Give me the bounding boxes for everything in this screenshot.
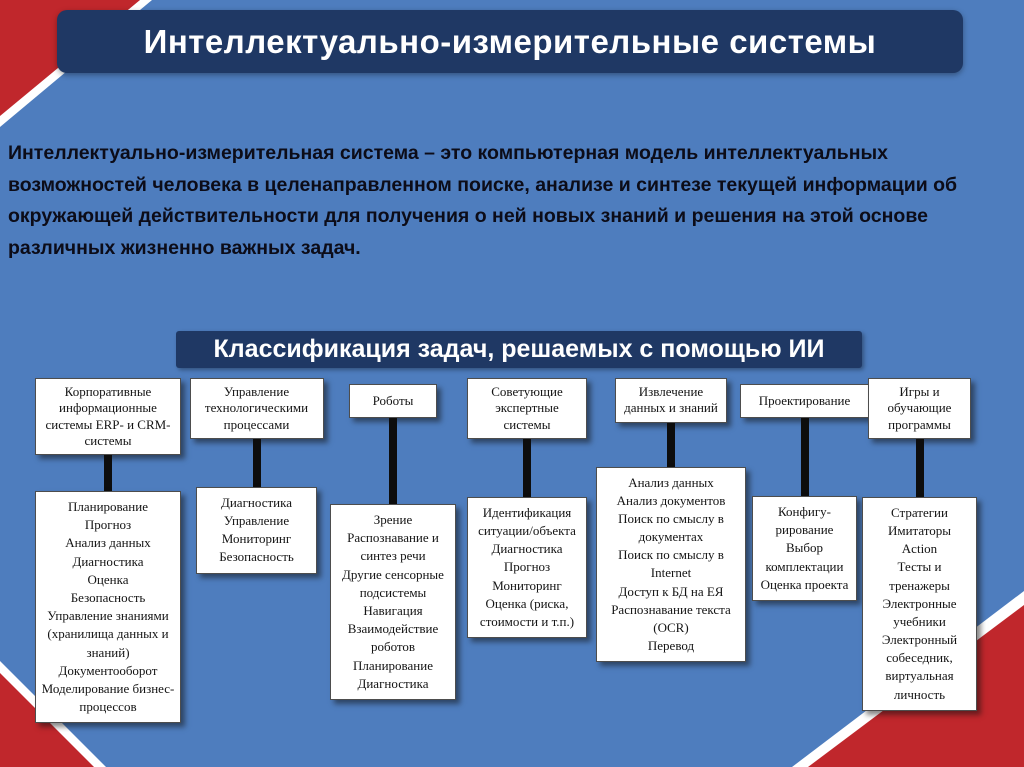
task-item: Управление знаниями (хранилища данных и … — [47, 608, 169, 660]
task-item: Доступ к БД на ЕЯ — [618, 583, 724, 599]
intro-paragraph: Интеллектуально-измерительная система – … — [8, 142, 958, 259]
category-box: Корпоративные информационные системы ERP… — [35, 378, 181, 455]
task-item: Диагностика — [220, 494, 292, 510]
category-box: Роботы — [349, 384, 437, 418]
task-item: Планирование — [68, 499, 148, 514]
task-item: Конфигу-рирование — [775, 504, 834, 538]
slide-title: Интеллектуально-измерительные системы — [143, 22, 877, 60]
connector-line — [800, 418, 809, 496]
task-item: Управление — [223, 512, 290, 528]
task-item: Прогноз — [84, 517, 132, 533]
task-item: Взаимодействие роботов — [347, 621, 439, 655]
connector-line — [252, 438, 261, 487]
category-box: Управление технологическими процессами — [189, 378, 324, 439]
task-item: Оценка проекта — [760, 576, 849, 592]
task-item: Прогноз — [503, 559, 551, 575]
task-item: Распознавание текста (OCR) — [611, 601, 731, 635]
task-item: Стратегии — [891, 504, 948, 520]
connector-line — [523, 438, 531, 497]
category-box: Игры и обучающие программы — [868, 378, 971, 439]
task-item: Безопасность — [70, 589, 146, 605]
task-item: Диагностика — [72, 553, 144, 569]
task-item: Анализ данных — [65, 535, 151, 551]
connector-line — [915, 438, 924, 497]
connector-line — [667, 422, 675, 467]
connector-line — [389, 418, 397, 504]
task-item: Мониторинг — [221, 531, 292, 547]
task-item: Электронные учебники — [882, 595, 957, 629]
task-item: Диагностика — [357, 675, 429, 691]
task-item: Анализ данных — [628, 474, 714, 490]
task-item: Мониторинг — [492, 577, 562, 593]
task-item: Поиск по смыслу в документах — [618, 510, 724, 545]
slide-title-bar: Интеллектуально-измерительные системы — [57, 10, 963, 73]
task-item: Идентификация ситуации/объекта — [478, 504, 576, 538]
task-item: Диагностика — [491, 541, 563, 557]
task-item: Action — [901, 541, 938, 557]
task-item: Моделирование бизнес-процессов — [41, 680, 175, 715]
task-item: Имитаторы — [887, 522, 952, 538]
section-title: Классификация задач, решаемых с помощью … — [213, 335, 825, 363]
task-item: Анализ документов — [616, 492, 726, 508]
task-item: Распознавание и синтез речи — [347, 530, 439, 564]
task-item: Оценка (риска, стоимости и т.п.) — [479, 595, 575, 629]
task-item: Перевод — [647, 638, 695, 654]
task-item: Поиск по смыслу в Internet — [618, 547, 724, 581]
category-box: Проектирование — [739, 384, 870, 418]
task-item: Документооборот — [58, 662, 158, 678]
category-box: Извлечение данных и знаний — [615, 378, 727, 423]
task-item: Планирование — [353, 657, 433, 673]
task-item: Оценка — [87, 571, 129, 587]
task-item: Выбор комплектации — [765, 540, 844, 574]
diagram-column: Корпоративные информационные системы ERP… — [35, 378, 181, 724]
task-item: Зрение — [373, 512, 413, 527]
task-item: Навигация — [363, 602, 423, 618]
connector-line — [104, 455, 112, 491]
category-box: Советующие экспертные системы — [467, 378, 587, 439]
task-item: Тесты и тренажеры — [889, 559, 950, 593]
task-item: Другие сенсорные подсистемы — [342, 566, 444, 600]
section-title-bar: Классификация задач, решаемых с помощью … — [176, 331, 862, 368]
task-item: Электронный собеседник, виртуальная личн… — [881, 632, 958, 702]
task-item: Безопасность — [219, 549, 294, 565]
